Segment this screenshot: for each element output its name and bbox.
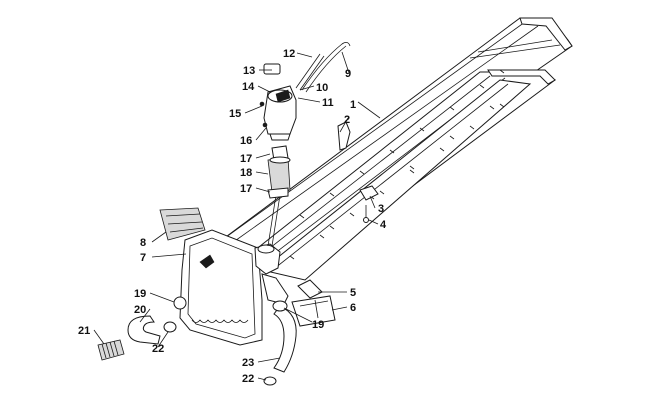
- leader-lines: [93, 51, 381, 381]
- callout-9: 9: [345, 68, 351, 80]
- filler-neck-junction: [254, 194, 289, 305]
- heat-exchanger-body: [179, 229, 263, 346]
- callout-6: 6: [350, 302, 356, 314]
- callout-12: 12: [283, 48, 295, 60]
- callout-17-upper: 17: [240, 153, 252, 165]
- callout-15: 15: [229, 108, 241, 120]
- callout-7: 7: [140, 252, 146, 264]
- mounting-bracket: [291, 279, 336, 327]
- heat-shield-decal: [159, 207, 206, 241]
- callout-3: 3: [378, 203, 384, 215]
- callout-18: 18: [240, 167, 252, 179]
- callout-14: 14: [242, 81, 255, 93]
- callout-10: 10: [316, 82, 328, 94]
- callout-1: 1: [350, 99, 356, 111]
- callout-11: 11: [322, 97, 334, 109]
- pressure-cap-assembly: [259, 42, 351, 141]
- small-bracket-parts: [337, 121, 379, 223]
- radiator-hose-upper: [267, 145, 291, 199]
- tunnel-cooler-rails: [213, 17, 573, 281]
- callout-16: 16: [240, 135, 252, 147]
- callouts: 1 2 3 4 5 6 7 8 9 10 11 12 13 14 15 16 1…: [78, 48, 387, 385]
- callout-13: 13: [243, 65, 255, 77]
- callout-17-lower: 17: [240, 183, 252, 195]
- callout-21: 21: [78, 325, 90, 337]
- callout-22-bottom: 22: [242, 373, 254, 385]
- callout-19-left: 19: [134, 288, 146, 300]
- callout-5: 5: [350, 287, 356, 299]
- callout-22-left: 22: [152, 343, 164, 355]
- callout-2: 2: [344, 114, 350, 126]
- callout-23: 23: [242, 357, 254, 369]
- callout-19-right: 19: [312, 319, 324, 331]
- callout-20: 20: [134, 304, 146, 316]
- lower-hoses: [97, 296, 297, 386]
- callout-8: 8: [140, 237, 146, 249]
- callout-4: 4: [380, 219, 387, 231]
